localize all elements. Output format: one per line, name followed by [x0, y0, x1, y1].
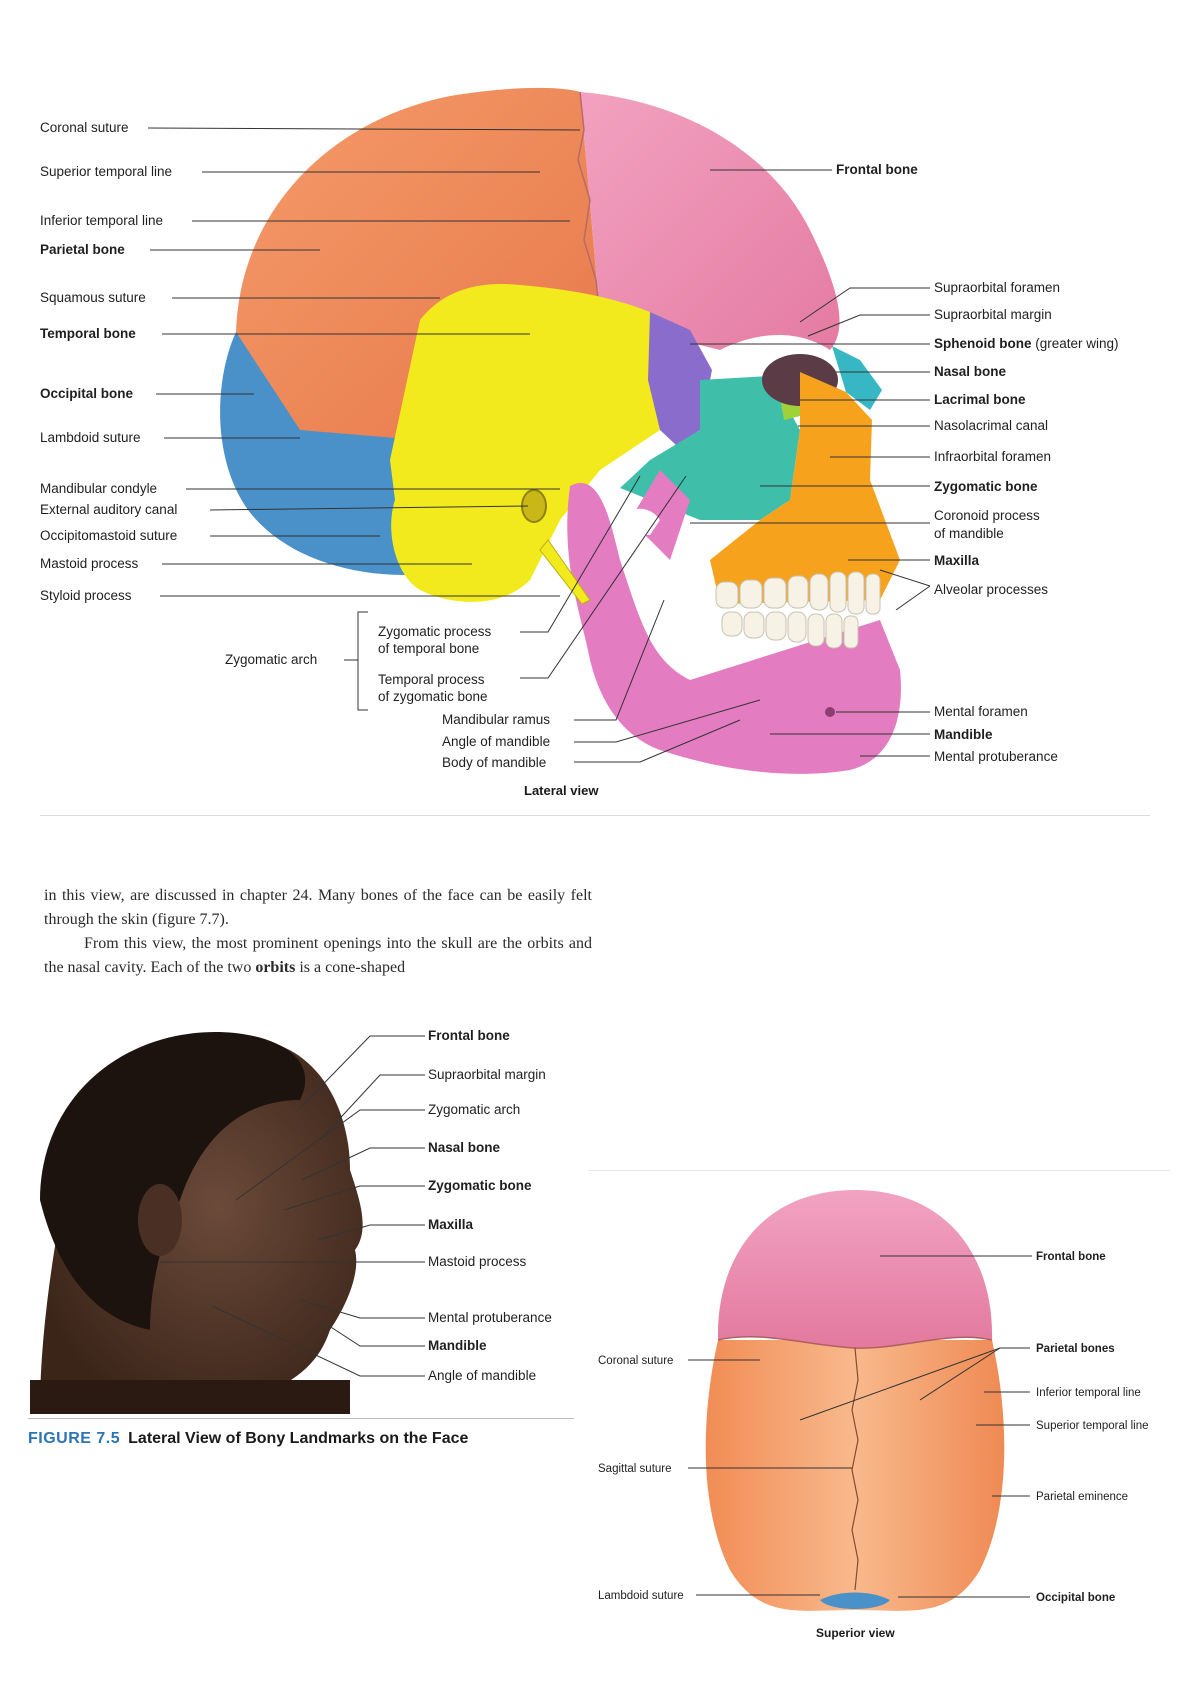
face-photo-base	[30, 1380, 350, 1414]
superior-skull	[705, 1190, 1005, 1611]
temporal-bone-shape	[390, 284, 680, 602]
face-label-zygomatic-bone: Zygomatic bone	[428, 1178, 532, 1193]
label-temporal-process-line1: Temporal process	[378, 672, 485, 687]
label-mandible: Mandible	[934, 727, 993, 742]
teeth-row	[715, 571, 881, 649]
label-nasolacrimal-canal: Nasolacrimal canal	[934, 418, 1049, 433]
face-label-mastoid-process: Mastoid process	[428, 1254, 527, 1269]
superior-parietal-shape	[705, 1340, 1005, 1611]
label-angle-of-mandible: Angle of mandible	[442, 734, 551, 749]
section-divider	[40, 815, 1150, 816]
superior-leader-lines	[688, 1255, 1032, 1598]
label-mental-protuberance: Mental protuberance	[934, 749, 1058, 764]
label-mandibular-ramus: Mandibular ramus	[442, 712, 551, 727]
sup-label-inferior-temporal-line: Inferior temporal line	[1036, 1387, 1141, 1399]
face-label-angle-of-mandible: Angle of mandible	[428, 1368, 537, 1383]
face-label-supraorbital-margin: Supraorbital margin	[428, 1067, 546, 1082]
face-leader-lines	[160, 1035, 425, 1377]
label-mandibular-condyle: Mandibular condyle	[40, 481, 158, 496]
figure-caption: FIGURE 7.5 Lateral View of Bony Landmarks…	[28, 1430, 468, 1448]
sup-label-coronal-suture: Coronal suture	[598, 1355, 674, 1367]
face-label-nasal-bone: Nasal bone	[428, 1140, 501, 1155]
sup-label-parietal-bones: Parietal bones	[1036, 1343, 1115, 1355]
label-temporal-bone: Temporal bone	[40, 326, 136, 341]
sup-label-lambdoid-suture: Lambdoid suture	[598, 1590, 684, 1602]
bold-term-orbits: orbits	[255, 959, 296, 976]
face-label-maxilla: Maxilla	[428, 1217, 474, 1232]
sup-label-sagittal-suture: Sagittal suture	[598, 1463, 672, 1475]
label-mental-foramen: Mental foramen	[934, 704, 1028, 719]
lateral-leader-lines-bottom	[344, 475, 761, 763]
superior-view-caption: Superior view	[816, 1626, 895, 1640]
label-coronoid-process: Coronoid process	[934, 508, 1040, 523]
occipital-bone-shape	[220, 330, 430, 576]
superior-divider	[588, 1170, 1170, 1171]
sup-label-parietal-eminence: Parietal eminence	[1036, 1491, 1129, 1503]
label-alveolar-processes: Alveolar processes	[934, 582, 1049, 597]
figure-caption-rule	[28, 1418, 574, 1419]
label-zygomatic-process-line1: Zygomatic process	[378, 624, 492, 639]
lateral-leader-lines-right	[690, 169, 931, 757]
coronal-suture-line	[577, 91, 601, 319]
maxilla-bone-shape	[710, 372, 900, 604]
sphenoid-bone-shape	[648, 312, 712, 445]
figure-caption-title: Lateral View of Bony Landmarks on the Fa…	[128, 1430, 469, 1447]
label-styloid-process: Styloid process	[40, 588, 132, 603]
body-text: in this view, are discussed in chapter 2…	[44, 884, 592, 980]
label-supraorbital-margin: Supraorbital margin	[934, 307, 1052, 322]
label-squamous-suture: Squamous suture	[40, 290, 146, 305]
label-temporal-process-line2: of zygomatic bone	[378, 689, 488, 704]
label-coronal-suture: Coronal suture	[40, 120, 129, 135]
mental-foramen-shape	[825, 707, 835, 717]
superior-occipital-shape	[820, 1592, 890, 1609]
lateral-view-caption: Lateral view	[524, 783, 599, 798]
sup-label-frontal-bone: Frontal bone	[1036, 1251, 1106, 1263]
lateral-leader-lines-left	[147, 127, 581, 597]
label-lacrimal-bone: Lacrimal bone	[934, 392, 1026, 407]
label-zygomatic-process-line2: of temporal bone	[378, 641, 480, 656]
superior-frontal-shape	[717, 1190, 993, 1349]
label-body-of-mandible: Body of mandible	[442, 755, 547, 770]
label-zygomatic-arch: Zygomatic arch	[225, 652, 318, 667]
label-frontal-bone: Frontal bone	[836, 162, 918, 177]
face-label-mental-protuberance: Mental protuberance	[428, 1310, 552, 1325]
label-external-auditory-canal: External auditory canal	[40, 502, 178, 517]
figure-caption-number: FIGURE 7.5	[28, 1430, 121, 1447]
face-photo-hair	[40, 1031, 306, 1330]
face-label-mandible: Mandible	[428, 1338, 487, 1353]
face-photo	[30, 1031, 363, 1414]
label-inferior-temporal-line: Inferior temporal line	[40, 213, 164, 228]
label-zygomatic-bone: Zygomatic bone	[934, 479, 1038, 494]
body-text-paragraph-1: in this view, are discussed in chapter 2…	[44, 887, 592, 928]
face-photo-ear	[138, 1184, 182, 1256]
label-occipitomastoid-suture: Occipitomastoid suture	[40, 528, 178, 543]
mandible-bone-shape	[567, 482, 901, 774]
body-text-paragraph-2: From this view, the most prominent openi…	[44, 935, 592, 976]
parietal-bone-shape	[236, 87, 600, 441]
frontal-bone-shape	[580, 92, 840, 350]
label-supraorbital-foramen: Supraorbital foramen	[934, 280, 1061, 295]
label-sphenoid-bone: Sphenoid bone (greater wing)	[934, 336, 1119, 351]
label-superior-temporal-line: Superior temporal line	[40, 164, 173, 179]
label-mastoid-process: Mastoid process	[40, 556, 139, 571]
superior-sagittal-suture	[851, 1347, 859, 1591]
styloid-process-shape	[539, 539, 591, 605]
face-label-frontal-bone: Frontal bone	[428, 1028, 510, 1043]
label-occipital-bone: Occipital bone	[40, 386, 134, 401]
label-parietal-bone: Parietal bone	[40, 242, 125, 257]
nasal-bone-shape	[832, 346, 882, 410]
sup-label-occipital-bone: Occipital bone	[1036, 1592, 1116, 1604]
label-maxilla: Maxilla	[934, 553, 980, 568]
label-nasal-bone: Nasal bone	[934, 364, 1007, 379]
label-coronoid-process-line2: of mandible	[934, 526, 1004, 541]
sup-label-superior-temporal-line: Superior temporal line	[1036, 1420, 1149, 1432]
lateral-skull	[220, 87, 901, 774]
label-infraorbital-foramen: Infraorbital foramen	[934, 449, 1052, 464]
label-lambdoid-suture: Lambdoid suture	[40, 430, 141, 445]
face-label-zygomatic-arch: Zygomatic arch	[428, 1102, 521, 1117]
